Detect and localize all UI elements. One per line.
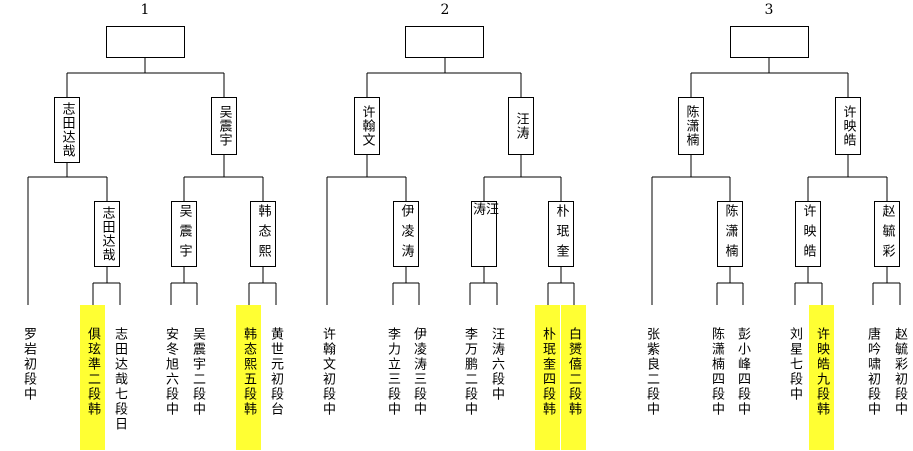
player-entry: 刘星七段中 <box>787 327 802 402</box>
player-entry: 吴震宇二段中 <box>190 327 205 417</box>
semifinal-box: 汪涛 <box>508 97 534 155</box>
bracket-line <box>27 163 108 305</box>
quarterfinal-box: 陈潇楠 <box>717 201 743 267</box>
player-entry: 韩态熙五段韩 <box>236 305 261 450</box>
player-entry: 张紫良二段中 <box>644 327 659 417</box>
bracket-line <box>716 267 744 305</box>
quarterfinal-box: 韩态熙 <box>250 201 276 267</box>
group-number: 2 <box>440 2 450 18</box>
bracket-line <box>651 155 731 305</box>
semifinal-box: 许翰文 <box>354 97 380 155</box>
player-entry: 赵毓彩初段中 <box>892 327 907 417</box>
player-entry: 陈潇楠四段中 <box>709 327 724 417</box>
semifinal-box: 吴震宇 <box>211 97 237 155</box>
bracket-line <box>170 267 198 305</box>
player-entry: 许翰文初段中 <box>320 327 335 417</box>
semifinal-box: 志田达哉 <box>54 97 80 163</box>
player-entry: 俱玹準二段韩 <box>80 305 105 450</box>
bracket-line <box>483 155 562 201</box>
bracket-line <box>366 58 522 97</box>
player-entry: 伊凌涛三段中 <box>411 327 426 417</box>
group-number: 3 <box>764 2 774 18</box>
player-entry: 唐吟啸初段中 <box>865 327 880 417</box>
bracket-line <box>183 155 264 201</box>
player-entry: 许映皓九段韩 <box>809 305 834 450</box>
group-number: 1 <box>140 2 150 18</box>
bracket-line <box>794 267 823 305</box>
semifinal-box: 许映皓 <box>835 97 861 155</box>
player-entry: 朴珉奎四段韩 <box>535 305 560 450</box>
winner-box <box>405 26 484 58</box>
bracket-line <box>66 58 225 97</box>
bracket-line <box>469 267 498 305</box>
player-entry: 汪涛六段中 <box>489 327 504 402</box>
bracket-line <box>872 267 901 305</box>
bracket-line <box>392 267 420 305</box>
player-entry: 罗岩初段中 <box>21 327 36 402</box>
bracket-line <box>690 58 849 97</box>
quarterfinal-box: 许映皓 <box>795 201 821 267</box>
player-entry: 安冬旭六段中 <box>163 327 178 417</box>
bracket-line <box>92 267 121 305</box>
player-entry: 黄世元初段台 <box>268 327 283 417</box>
player-entry: 李力立三段中 <box>385 327 400 417</box>
player-entry: 志田达哉七段日 <box>112 327 127 432</box>
bracket-line <box>807 155 888 201</box>
quarterfinal-box: 伊凌涛 <box>393 201 419 267</box>
winner-box <box>106 26 185 58</box>
player-entry: 白赟僖二段韩 <box>561 305 586 450</box>
semifinal-box: 陈潇楠 <box>678 97 704 155</box>
bracket-line <box>547 267 575 305</box>
winner-box <box>730 26 809 58</box>
player-entry: 李万鹏二段中 <box>462 327 477 417</box>
quarterfinal-box: 赵毓彩 <box>874 201 900 267</box>
quarterfinal-box: 吴震宇 <box>171 201 197 267</box>
bracket-line <box>326 155 407 305</box>
quarterfinal-box: 朴珉奎 <box>548 201 574 267</box>
quarterfinal-box: 汪涛 <box>470 201 498 267</box>
quarterfinal-box: 志田达哉 <box>94 201 120 267</box>
bracket-line <box>248 267 277 305</box>
player-entry: 彭小峰四段中 <box>735 327 750 417</box>
